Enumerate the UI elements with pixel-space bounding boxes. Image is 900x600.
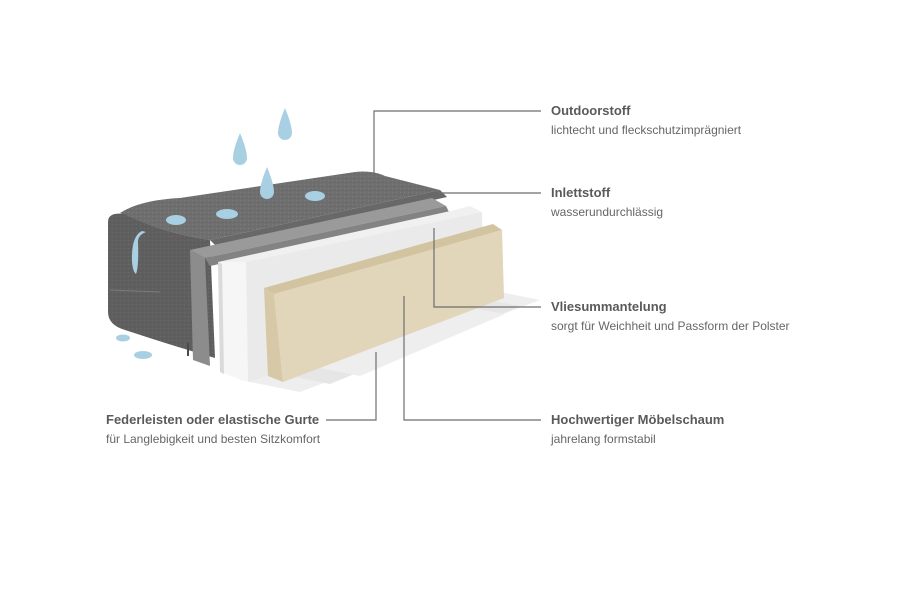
callout-vliesummantelung: Vliesummantelung sorgt für Weichheit und… xyxy=(551,300,790,332)
water-drop-icon xyxy=(233,133,247,165)
water-drop-icon xyxy=(216,209,238,219)
callout-description: für Langlebigkeit und besten Sitzkomfort xyxy=(106,432,321,446)
water-drop-icon xyxy=(166,215,186,225)
callout-description: sorgt für Weichheit und Passform der Pol… xyxy=(551,319,790,333)
water-drop-icon xyxy=(116,334,130,342)
water-drop-icon xyxy=(305,191,325,201)
foam-layer xyxy=(264,224,504,382)
callout-title: Outdoorstoff xyxy=(551,103,631,118)
callout-description: wasserundurchlässig xyxy=(551,205,664,219)
inlett-layer xyxy=(190,198,450,366)
callout-title: Hochwertiger Möbelschaum xyxy=(551,412,725,427)
leader-line-federleisten xyxy=(326,352,377,421)
callout-outdoorstoff: Outdoorstoff lichtecht und fleckschutzim… xyxy=(551,104,741,136)
leader-line-outdoorstoff xyxy=(373,110,541,180)
water-drop-icon xyxy=(260,167,274,199)
callout-description: jahrelang formstabil xyxy=(551,432,656,446)
leader-lines xyxy=(326,110,541,421)
callout-moebelschaum: Hochwertiger Möbelschaum jahrelang forms… xyxy=(551,413,724,445)
water-drops xyxy=(116,108,325,359)
callout-description: lichtecht und fleckschutzimprägniert xyxy=(551,123,742,137)
callout-title: Federleisten oder elastische Gurte xyxy=(106,412,320,427)
callout-title: Inlettstoff xyxy=(551,185,611,200)
water-drop-icon xyxy=(131,231,146,274)
callout-inlettstoff: Inlettstoff wasserundurchlässig xyxy=(551,186,663,218)
water-drop-icon xyxy=(278,108,292,140)
callout-federleisten: Federleisten oder elastische Gurte für L… xyxy=(106,413,320,445)
callout-title: Vliesummantelung xyxy=(551,299,667,314)
water-drop-icon xyxy=(134,351,152,359)
leader-line-vliesummantelung xyxy=(433,228,541,308)
leader-line-moebelschaum xyxy=(403,296,541,421)
